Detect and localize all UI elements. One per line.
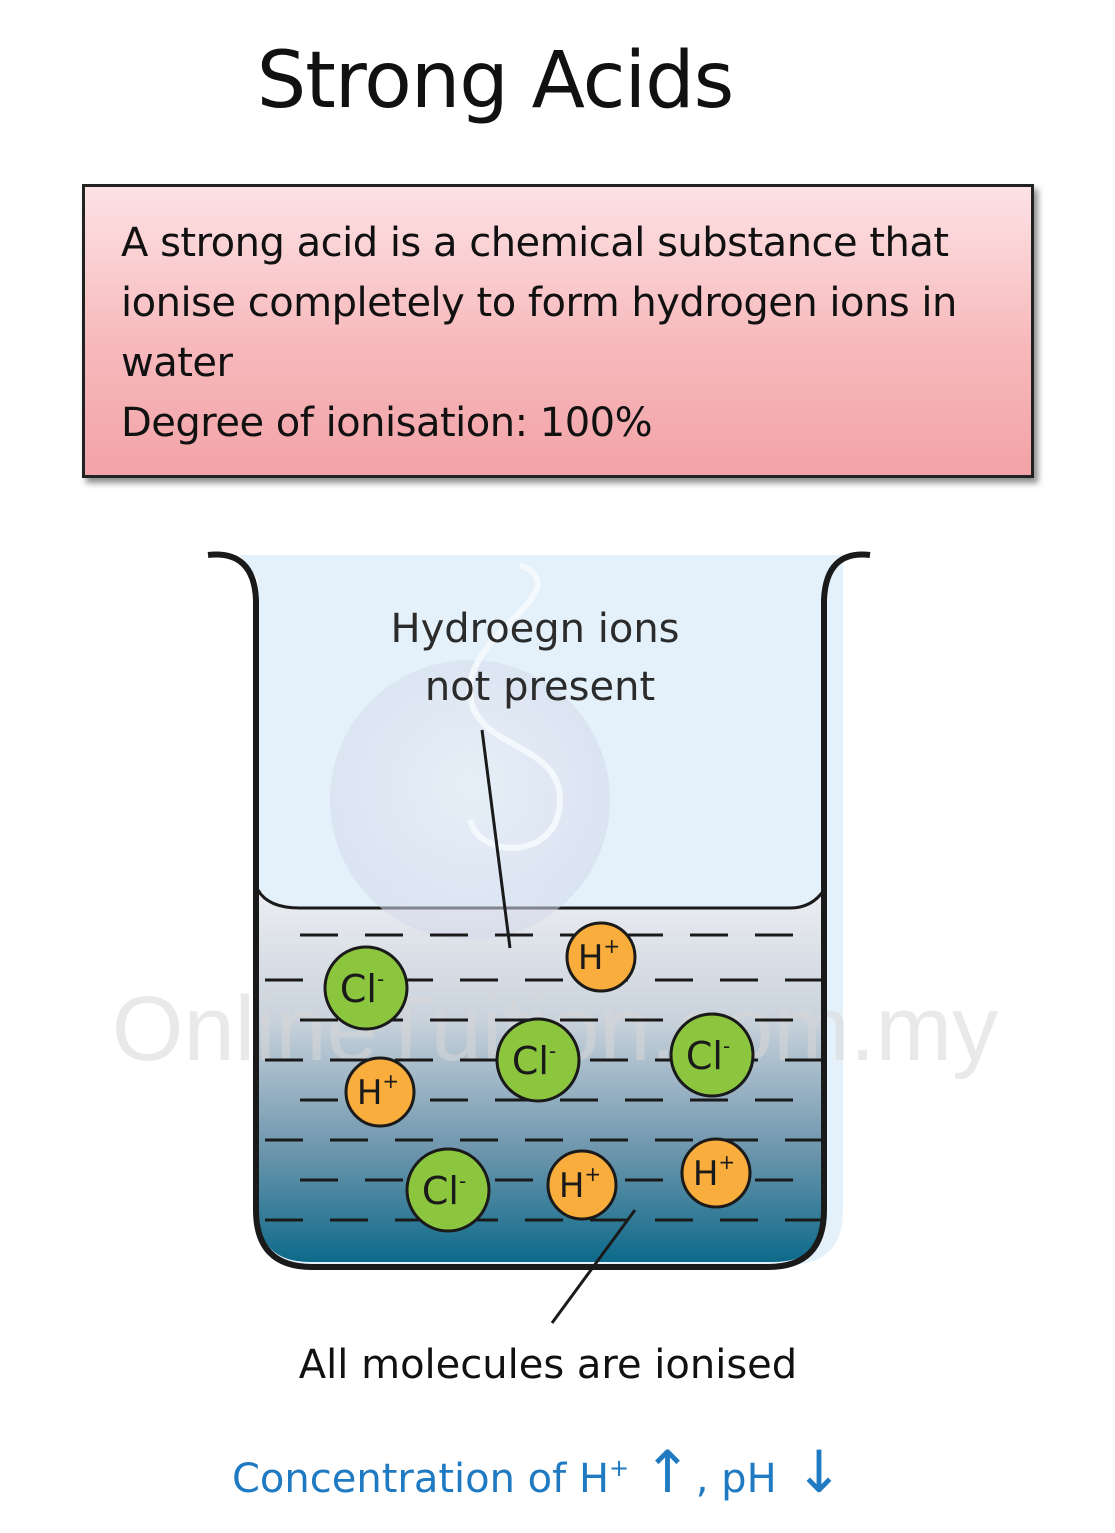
- chloride-ion-circle: [495, 1017, 581, 1103]
- hydrogen-ion-label: H+: [357, 1069, 399, 1113]
- hydrogen-ion-circle: [565, 921, 637, 993]
- chloride-ion: Cl-: [495, 1017, 581, 1103]
- conclusion-separator: , pH: [696, 1456, 777, 1502]
- hydrogen-ion: H+: [565, 921, 637, 993]
- ion-symbol: Cl: [422, 1169, 459, 1213]
- chloride-ion-label: Cl-: [686, 1034, 730, 1078]
- chloride-ion-label: Cl-: [422, 1169, 466, 1213]
- ion-symbol: H: [693, 1154, 719, 1194]
- hydrogen-ion-label: H+: [559, 1162, 601, 1206]
- label-hydrogen-ions-not-present-line1: Hydroegn ions: [390, 606, 679, 652]
- chloride-ion: Cl-: [323, 945, 409, 1031]
- ion-charge: -: [723, 1034, 730, 1058]
- ion-symbol: Cl: [686, 1034, 723, 1078]
- hydrogen-ion-label: H+: [693, 1150, 735, 1194]
- chloride-ion-label: Cl-: [512, 1039, 556, 1083]
- ion-symbol: Cl: [340, 967, 377, 1011]
- ion-charge: -: [377, 967, 384, 991]
- ion-charge: +: [718, 1150, 735, 1174]
- chloride-ion: Cl-: [405, 1147, 491, 1233]
- top-pointer-line: [480, 729, 512, 949]
- ions-group: Cl-H+Cl-Cl-H+Cl-H+H+: [323, 921, 755, 1233]
- hydrogen-ion: H+: [546, 1149, 618, 1221]
- ion-symbol: H: [578, 938, 604, 978]
- chloride-ion-circle: [323, 945, 409, 1031]
- ion-symbol: Cl: [512, 1039, 549, 1083]
- hydrogen-ion-circle: [546, 1149, 618, 1221]
- conclusion-line: Concentration of H+ ↑, pH ↓: [232, 1438, 843, 1506]
- hydrogen-ion-circle: [344, 1056, 416, 1128]
- ion-symbol: H: [559, 1166, 585, 1206]
- definition-line-2: ionise completely to form hydrogen ions …: [121, 280, 957, 326]
- hydrogen-ion-circle: [680, 1137, 752, 1209]
- hydrogen-ion: H+: [680, 1137, 752, 1209]
- hydrogen-ion: H+: [344, 1056, 416, 1128]
- definition-line-3: water: [121, 340, 233, 386]
- label-all-molecules-ionised: All molecules are ionised: [299, 1342, 797, 1388]
- degree-of-ionisation: Degree of ionisation: 100%: [121, 400, 653, 446]
- water-molecules: [265, 933, 823, 1222]
- bottom-pointer-line: [550, 1209, 637, 1324]
- chloride-ion-circle: [405, 1147, 491, 1233]
- ion-symbol: H: [357, 1073, 383, 1113]
- ion-charge: +: [584, 1162, 601, 1186]
- chloride-ion-circle: [669, 1012, 755, 1098]
- beaker-outline: [207, 551, 871, 1270]
- conclusion-text: Concentration of H: [232, 1456, 609, 1502]
- definition-line-1: A strong acid is a chemical substance th…: [121, 220, 949, 266]
- page-title: Strong Acids: [256, 36, 735, 126]
- label-hydrogen-ions-not-present-line2: not present: [425, 664, 655, 710]
- ion-charge: -: [549, 1039, 556, 1063]
- ion-charge: -: [459, 1169, 466, 1193]
- conclusion-charge: +: [609, 1454, 629, 1482]
- hydrogen-ion-label: H+: [578, 934, 620, 978]
- beaker-diagram: OnlineTuition.com.my Cl-H+Cl-Cl-H+Cl-H+H…: [112, 551, 998, 1506]
- watermark-logo-icon: [330, 562, 610, 940]
- ion-charge: +: [382, 1069, 399, 1093]
- down-arrow-icon: ↓: [795, 1438, 844, 1506]
- definition-box: A strong acid is a chemical substance th…: [82, 184, 1034, 478]
- chloride-ion: Cl-: [669, 1012, 755, 1098]
- up-arrow-icon: ↑: [643, 1438, 692, 1506]
- ion-charge: +: [603, 934, 620, 958]
- chloride-ion-label: Cl-: [340, 967, 384, 1011]
